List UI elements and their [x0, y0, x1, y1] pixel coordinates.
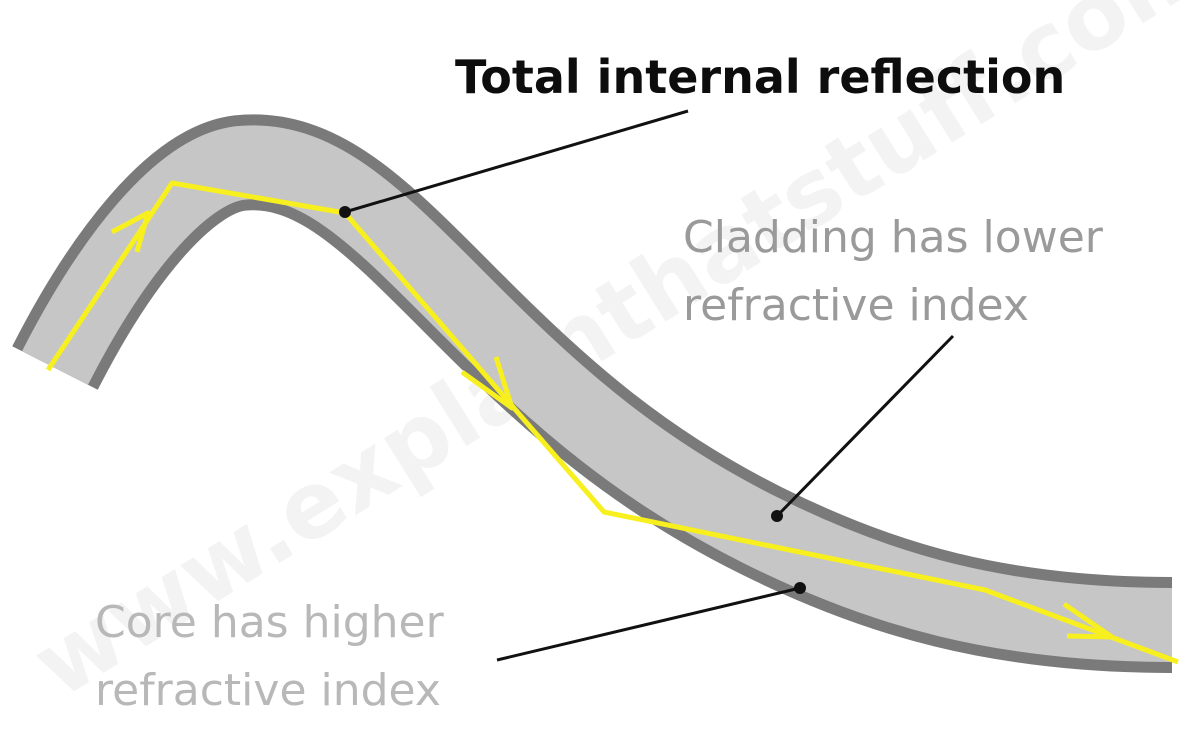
title-leader-line [344, 109, 689, 214]
cladding-label-line2: refractive index [683, 280, 1029, 331]
light-ray-path [45, 180, 1179, 665]
ray-arrowhead-down [460, 356, 515, 411]
core-label-line2: refractive index [95, 665, 441, 716]
leader-lines [339, 109, 955, 662]
core-leader-line [496, 586, 801, 662]
diagram-title: Total internal reflection [455, 50, 1065, 104]
ray-arrowhead-right [1062, 601, 1115, 640]
cladding-label-line1: Cladding has lower [683, 212, 1104, 263]
title-leader-dot [339, 206, 351, 218]
light-ray [45, 180, 1179, 665]
core-leader-dot [794, 582, 806, 594]
core-label-line1: Core has higher [95, 597, 445, 648]
cladding-leader-dot [771, 510, 783, 522]
ray-arrowhead-up [110, 210, 151, 253]
cladding-leader-line [775, 334, 955, 518]
